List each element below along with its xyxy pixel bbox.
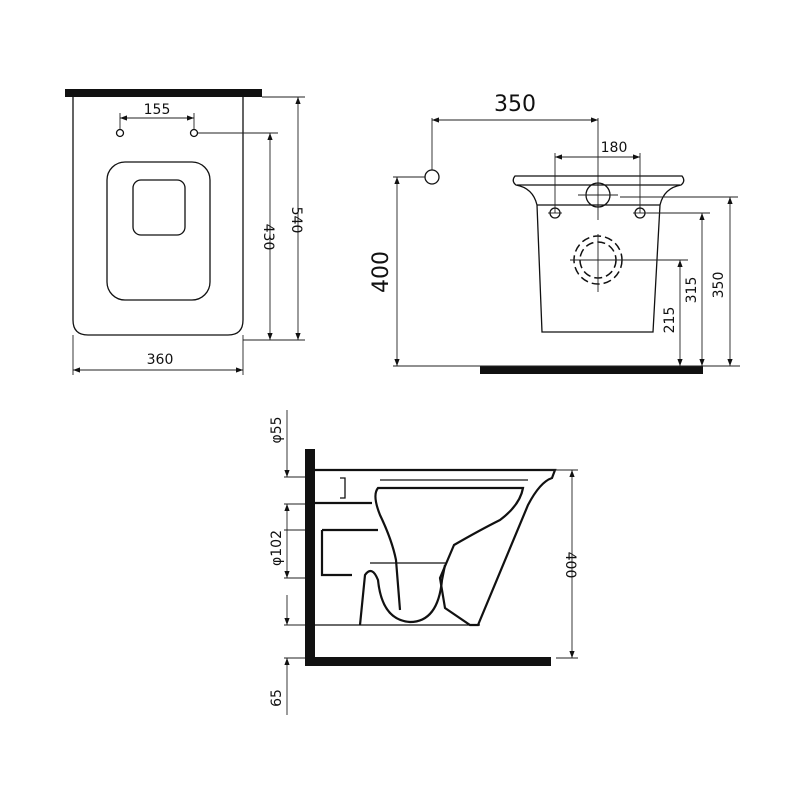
floor-bar [480,366,703,374]
wall-bar-side [305,449,315,665]
left-dimension-lines [284,410,305,715]
dim-mount-height: 430 [260,224,276,251]
seat-outline [72,97,244,336]
bowl-side-outline [315,468,557,627]
dim-inlet-offset: 350 [494,92,536,117]
top-view: 155 430 540 360 [65,89,305,375]
dim-length: 540 [288,207,304,234]
dim-bolt-spacing: 180 [601,140,628,156]
dim-inlet-height: 400 [369,251,394,293]
dim-outlet-diameter: φ102 [269,530,285,566]
dim-top-height: 350 [711,272,727,299]
dim-outlet-height: 215 [662,307,678,334]
lid-outline [106,161,211,301]
inlet-pipe [340,477,346,499]
front-view: 350 400 180 215 315 350 [369,92,740,374]
wall-bar [65,89,262,97]
bowl-front-outline [512,175,685,333]
lid-inner [132,179,186,236]
dim-inlet-diameter: φ55 [269,416,285,443]
trap-outline [358,564,447,626]
pipe-connections [315,501,378,577]
bolt-hole-icons [548,207,647,219]
side-view: 400 φ55 φ102 65 [269,410,578,715]
water-inlet-icon [424,169,440,185]
dim-bolt-height: 315 [684,277,700,304]
floor-bar-side [305,657,551,666]
dim-width: 360 [147,352,174,368]
dim-hole-spacing: 155 [144,102,171,118]
dim-side-height: 400 [562,552,578,579]
dim-floor-gap: 65 [269,689,285,707]
